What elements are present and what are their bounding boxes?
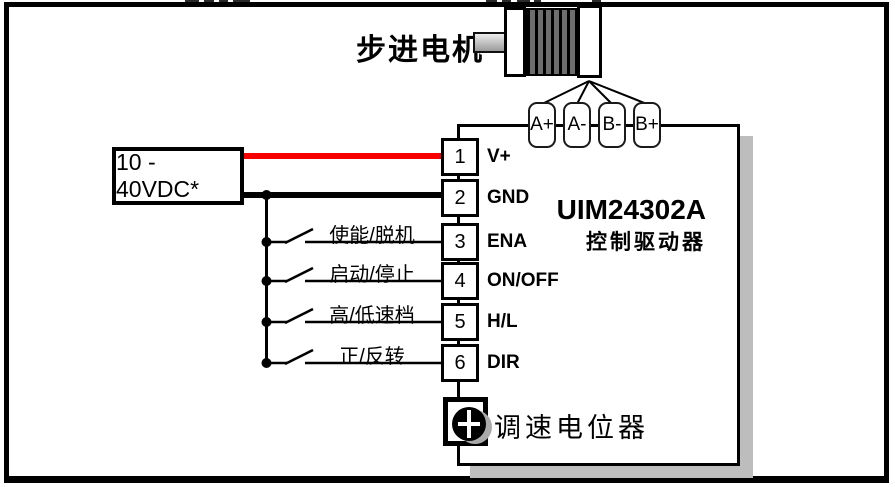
switch-label-dir: 正/反转 xyxy=(339,346,405,368)
pin-box-5: 5 xyxy=(441,303,479,341)
pin-label-onoff: ON/OFF xyxy=(487,270,559,291)
top-text-remnant xyxy=(534,0,541,3)
stepper-motor-label: 步进电机 xyxy=(356,34,484,67)
top-text-remnant xyxy=(233,0,250,3)
pin-number: 3 xyxy=(454,230,466,253)
controller-name: 控制驱动器 xyxy=(586,231,706,254)
switch-label-ena: 使能/脱机 xyxy=(329,225,415,247)
potentiometer-box xyxy=(443,397,492,446)
pin-number: 1 xyxy=(454,145,466,168)
pin-number: 5 xyxy=(454,310,466,333)
pin-number: 6 xyxy=(454,351,466,374)
top-text-remnant xyxy=(502,0,511,3)
connector-b-plus: B+ xyxy=(633,102,661,148)
connector-a-plus: A+ xyxy=(528,102,556,148)
controller-box xyxy=(457,124,740,466)
top-text-remnant xyxy=(592,0,601,3)
power-supply-label: 10 - 40VDC* xyxy=(116,149,200,202)
connector-label: A+ xyxy=(530,114,554,135)
pot-screw-icon xyxy=(452,407,486,441)
pin-box-1: 1 xyxy=(441,138,479,176)
connector-b-minus: B- xyxy=(598,102,626,148)
connector-a-minus: A- xyxy=(563,102,591,148)
pin-label-gnd: GND xyxy=(487,187,530,208)
pot-cross-horizontal xyxy=(458,422,480,426)
pin-label-dir: DIR xyxy=(487,352,520,373)
switch-label-onoff: 启动/停止 xyxy=(329,264,415,286)
pin-label-vplus: V+ xyxy=(487,146,511,167)
connector-label: B+ xyxy=(635,114,659,135)
pin-label-hl: H/L xyxy=(487,311,518,332)
connector-label: B- xyxy=(602,114,622,135)
motor-body-ribs xyxy=(525,8,578,76)
pin-box-6: 6 xyxy=(441,344,479,382)
motor-front-plate xyxy=(504,7,526,77)
top-text-remnant xyxy=(517,0,530,3)
pin-number: 4 xyxy=(454,269,466,292)
pin-number: 2 xyxy=(454,186,466,209)
top-text-remnant xyxy=(204,0,214,3)
pin-box-4: 4 xyxy=(441,262,479,300)
potentiometer-label: 调速电位器 xyxy=(494,413,649,443)
pin-box-3: 3 xyxy=(441,223,479,261)
pin-box-2: 2 xyxy=(441,179,479,217)
top-text-remnant xyxy=(219,0,228,3)
top-text-remnant xyxy=(185,0,199,3)
power-supply-box: 10 - 40VDC* xyxy=(112,147,244,205)
pin-label-ena: ENA xyxy=(487,231,528,252)
top-text-remnant xyxy=(486,0,497,3)
controller-model: UIM24302A xyxy=(556,194,706,225)
switch-label-hl: 高/低速档 xyxy=(329,305,415,327)
motor-back-plate xyxy=(577,5,602,78)
motor-shaft xyxy=(473,32,507,53)
diagram-frame xyxy=(4,2,889,483)
connector-label: A- xyxy=(567,114,587,135)
